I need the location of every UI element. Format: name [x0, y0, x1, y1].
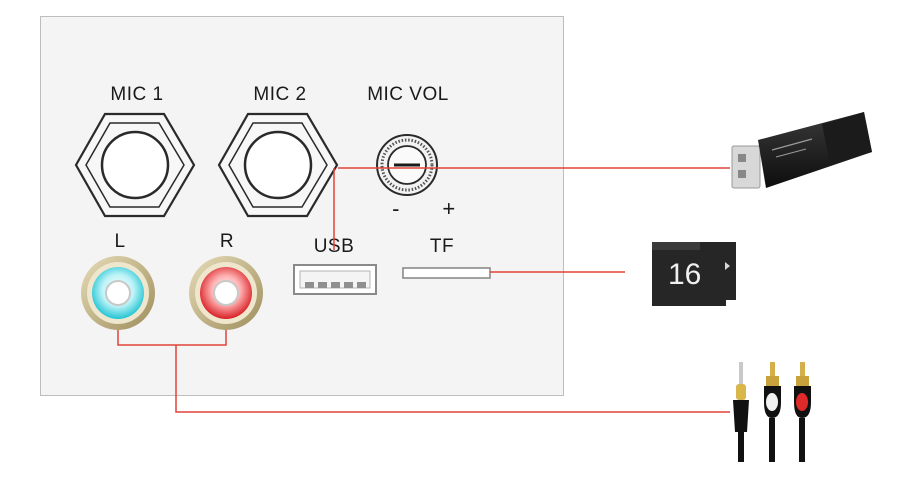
right-channel-label: R — [219, 231, 235, 252]
rca-cable-icon — [733, 362, 811, 462]
usb-port — [293, 264, 377, 295]
rca-cable-wire — [175, 345, 730, 413]
volume-plus-label: + — [442, 196, 456, 221]
lr-bridge-wire — [117, 330, 227, 346]
volume-minus-label: - — [392, 196, 400, 221]
micro-sd-card-icon — [652, 242, 736, 306]
tf-label: TF — [429, 236, 455, 257]
left-channel-label: L — [114, 231, 126, 252]
usb-flash-drive-icon — [731, 112, 872, 189]
right-rca-jack — [189, 256, 263, 330]
sd-card-capacity: 16 — [668, 258, 702, 291]
connection-wires — [117, 167, 730, 413]
mic1-jack — [74, 112, 196, 218]
mic2-label: MIC 2 — [253, 84, 307, 105]
mic2-jack — [217, 112, 339, 218]
mic-vol-label: MIC VOL — [367, 84, 449, 105]
tf-card-slot — [402, 267, 491, 279]
left-rca-jack — [81, 256, 155, 330]
mic-volume-knob — [376, 134, 438, 196]
mic1-label: MIC 1 — [110, 84, 164, 105]
